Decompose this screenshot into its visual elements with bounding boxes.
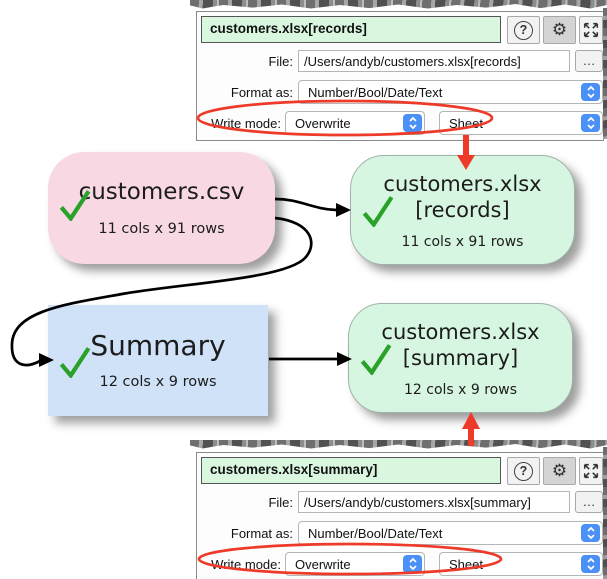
write-mode-value: Overwrite bbox=[295, 115, 351, 131]
help-icon: ? bbox=[514, 20, 533, 40]
help-button[interactable]: ? bbox=[507, 16, 540, 44]
settings-button[interactable]: ⚙ bbox=[543, 16, 576, 44]
stepper-icon bbox=[403, 555, 422, 573]
write-target-select[interactable]: Sheet bbox=[439, 111, 603, 135]
node-title-line2: [records] bbox=[415, 197, 510, 222]
help-icon: ? bbox=[514, 461, 533, 481]
browse-button[interactable]: … bbox=[575, 491, 603, 513]
settings-button[interactable]: ⚙ bbox=[543, 457, 576, 485]
write-mode-select[interactable]: Overwrite bbox=[285, 552, 425, 576]
node-summary[interactable]: Summary 12 cols x 9 rows bbox=[48, 305, 268, 416]
expand-button[interactable] bbox=[579, 16, 603, 44]
format-as-value: Number/Bool/Date/Text bbox=[308, 525, 443, 541]
expand-icon bbox=[583, 463, 599, 479]
gear-icon: ⚙ bbox=[551, 461, 568, 480]
torn-edge-top bbox=[190, 0, 607, 9]
check-icon bbox=[360, 344, 392, 375]
write-target-value: Sheet bbox=[449, 556, 483, 572]
node-dimensions: 12 cols x 9 rows bbox=[99, 373, 217, 390]
stepper-icon bbox=[581, 555, 600, 573]
torn-edge-right-bottom bbox=[603, 447, 607, 579]
file-label: File: bbox=[268, 494, 293, 510]
node-customers-xlsx-records[interactable]: customers.xlsx [records] 11 cols x 91 ro… bbox=[350, 155, 575, 265]
help-button[interactable]: ? bbox=[507, 457, 540, 485]
stepper-icon bbox=[581, 524, 600, 542]
check-icon bbox=[362, 196, 394, 227]
stepper-icon bbox=[581, 114, 600, 132]
check-icon bbox=[59, 346, 91, 378]
output-panel-summary: customers.xlsx[summary] ? ⚙ File: … Form… bbox=[196, 452, 604, 579]
stepper-icon bbox=[581, 83, 600, 101]
format-as-label: Format as: bbox=[230, 525, 293, 541]
file-label: File: bbox=[268, 53, 293, 69]
format-as-select[interactable]: Number/Bool/Date/Text bbox=[298, 80, 603, 104]
torn-edge-middle bbox=[190, 440, 607, 449]
write-mode-select[interactable]: Overwrite bbox=[285, 111, 425, 135]
expand-icon bbox=[583, 22, 599, 38]
write-mode-value: Overwrite bbox=[295, 556, 351, 572]
panel-title: customers.xlsx[records] bbox=[201, 16, 501, 43]
file-path-input[interactable] bbox=[298, 50, 570, 72]
node-dimensions: 11 cols x 91 rows bbox=[98, 221, 225, 237]
format-as-label: Format as: bbox=[230, 84, 293, 100]
node-customers-csv[interactable]: customers.csv 11 cols x 91 rows bbox=[48, 152, 275, 264]
node-title: customers.csv bbox=[78, 179, 245, 205]
file-path-input[interactable] bbox=[298, 491, 570, 513]
expand-button[interactable] bbox=[579, 457, 603, 485]
node-title: customers.xlsx bbox=[381, 319, 540, 344]
browse-button[interactable]: … bbox=[575, 50, 603, 72]
gear-icon: ⚙ bbox=[551, 20, 568, 39]
write-target-select[interactable]: Sheet bbox=[439, 552, 603, 576]
write-target-value: Sheet bbox=[449, 115, 483, 131]
node-dimensions: 12 cols x 9 rows bbox=[403, 381, 517, 398]
node-customers-xlsx-summary[interactable]: customers.xlsx [summary] 12 cols x 9 row… bbox=[348, 303, 573, 413]
torn-edge-right-top bbox=[603, 8, 607, 139]
write-mode-label: Write mode: bbox=[211, 115, 281, 131]
output-panel-records: customers.xlsx[records] ? ⚙ File: … Form… bbox=[196, 11, 604, 141]
node-title: customers.xlsx bbox=[383, 171, 542, 196]
node-title: Summary bbox=[90, 328, 226, 362]
node-title-line2: [summary] bbox=[402, 345, 519, 370]
format-as-value: Number/Bool/Date/Text bbox=[308, 84, 443, 100]
panel-title: customers.xlsx[summary] bbox=[201, 457, 501, 484]
check-icon bbox=[59, 189, 91, 221]
node-dimensions: 11 cols x 91 rows bbox=[401, 233, 524, 250]
stepper-icon bbox=[403, 114, 422, 132]
write-mode-label: Write mode: bbox=[211, 556, 281, 572]
format-as-select[interactable]: Number/Bool/Date/Text bbox=[298, 521, 603, 545]
